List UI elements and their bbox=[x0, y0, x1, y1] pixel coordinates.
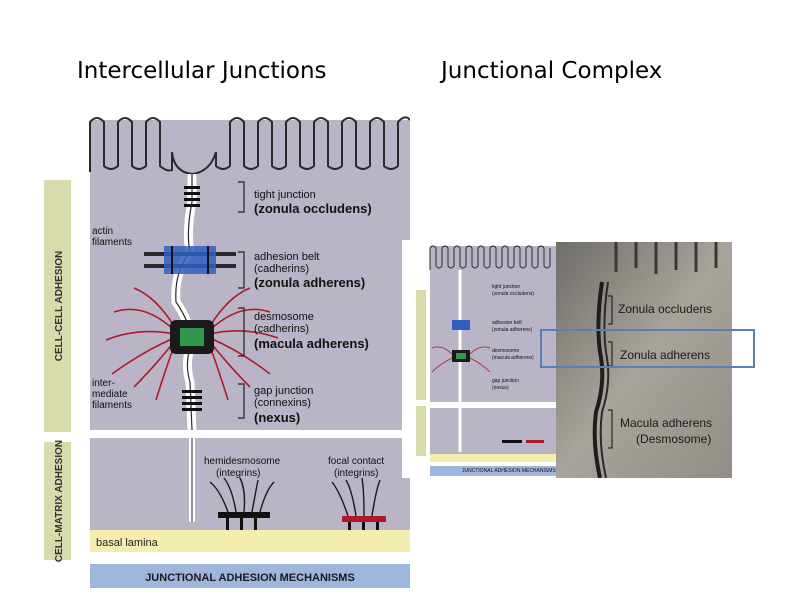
footer-band bbox=[90, 564, 410, 588]
cell-cell-side-label: CELL-CELL ADHESION bbox=[54, 251, 65, 362]
basal-lamina-label: basal lamina bbox=[96, 537, 159, 549]
intermediate-label-1: inter- bbox=[92, 378, 115, 389]
macula-adherens-label: (macula adherens) bbox=[254, 336, 369, 351]
right-title: Junctional Complex bbox=[441, 58, 663, 84]
hemidesmosome-marks bbox=[209, 477, 275, 513]
zonula-occludens-em-label: Zonula occludens bbox=[618, 302, 713, 316]
nexus-label: (nexus) bbox=[254, 410, 300, 425]
junction-diagram: CELL-CELL ADHESION CELL-MATRIX ADHESION bbox=[44, 112, 410, 592]
svg-text:adhesion belt: adhesion belt bbox=[492, 320, 522, 326]
actin-label-2: filaments bbox=[92, 237, 132, 248]
adhesion-belt-label: adhesion belt bbox=[254, 251, 319, 263]
desmosome-label: desmosome bbox=[254, 311, 314, 323]
focal-contact-integrins: (integrins) bbox=[334, 468, 378, 479]
svg-text:desmosome: desmosome bbox=[492, 348, 519, 354]
thumbnail-diagram: tight junction (zonula occludens) adhesi… bbox=[402, 240, 558, 478]
adhesion-belt-cadherins: (cadherins) bbox=[254, 263, 309, 275]
gap-junction-marks bbox=[182, 390, 202, 411]
membrane-line bbox=[592, 281, 605, 478]
zonula-adherens-em-label: Zonula adherens bbox=[620, 348, 711, 362]
intermediate-label-3: filaments bbox=[92, 400, 132, 411]
focal-contact-marks bbox=[331, 477, 381, 517]
actin-label-1: actin bbox=[92, 226, 113, 237]
svg-text:gap junction: gap junction bbox=[492, 378, 519, 384]
tight-junction-marks bbox=[184, 186, 200, 207]
desmosome-cadherins: (cadherins) bbox=[254, 323, 309, 335]
svg-text:(zonula adherens): (zonula adherens) bbox=[492, 327, 533, 333]
zonula-adherens-highlight-box bbox=[540, 329, 755, 368]
cell-matrix-side-label: CELL-MATRIX ADHESION bbox=[54, 440, 65, 562]
svg-text:(macula adherens): (macula adherens) bbox=[492, 355, 534, 361]
focal-contact-label: focal contact bbox=[328, 456, 384, 467]
intermediate-label-2: mediate bbox=[92, 389, 128, 400]
svg-text:(nexus): (nexus) bbox=[492, 385, 509, 391]
cell-matrix-side-band bbox=[44, 442, 71, 560]
label-brackets bbox=[238, 181, 245, 419]
adhesion-belt-marks bbox=[144, 246, 236, 274]
tight-junction-label: tight junction bbox=[254, 189, 316, 201]
gap-junction-connexins: (connexins) bbox=[254, 397, 311, 409]
left-title: Intercellular Junctions bbox=[77, 58, 327, 84]
desmosome-em-label: (Desmosome) bbox=[636, 432, 712, 446]
svg-text:JUNCTIONAL ADHESION MECHANISMS: JUNCTIONAL ADHESION MECHANISMS bbox=[462, 468, 556, 474]
footer-label: JUNCTIONAL ADHESION MECHANISMS bbox=[145, 572, 355, 584]
gap-junction-label: gap junction bbox=[254, 385, 313, 397]
svg-text:(zonula occludens): (zonula occludens) bbox=[492, 291, 534, 297]
svg-text:tight junction: tight junction bbox=[492, 284, 520, 290]
cell-cell-side-band bbox=[44, 180, 71, 432]
hemidesmosome-integrins: (integrins) bbox=[216, 468, 260, 479]
hemidesmosome-label: hemidesmosome bbox=[204, 456, 281, 467]
basal-lamina-band bbox=[90, 530, 410, 552]
zonula-occludens-label: (zonula occludens) bbox=[254, 201, 372, 216]
electron-micrograph bbox=[556, 242, 732, 478]
macula-adherens-em-label: Macula adherens bbox=[620, 416, 713, 430]
zonula-adherens-label: (zonula adherens) bbox=[254, 275, 365, 290]
